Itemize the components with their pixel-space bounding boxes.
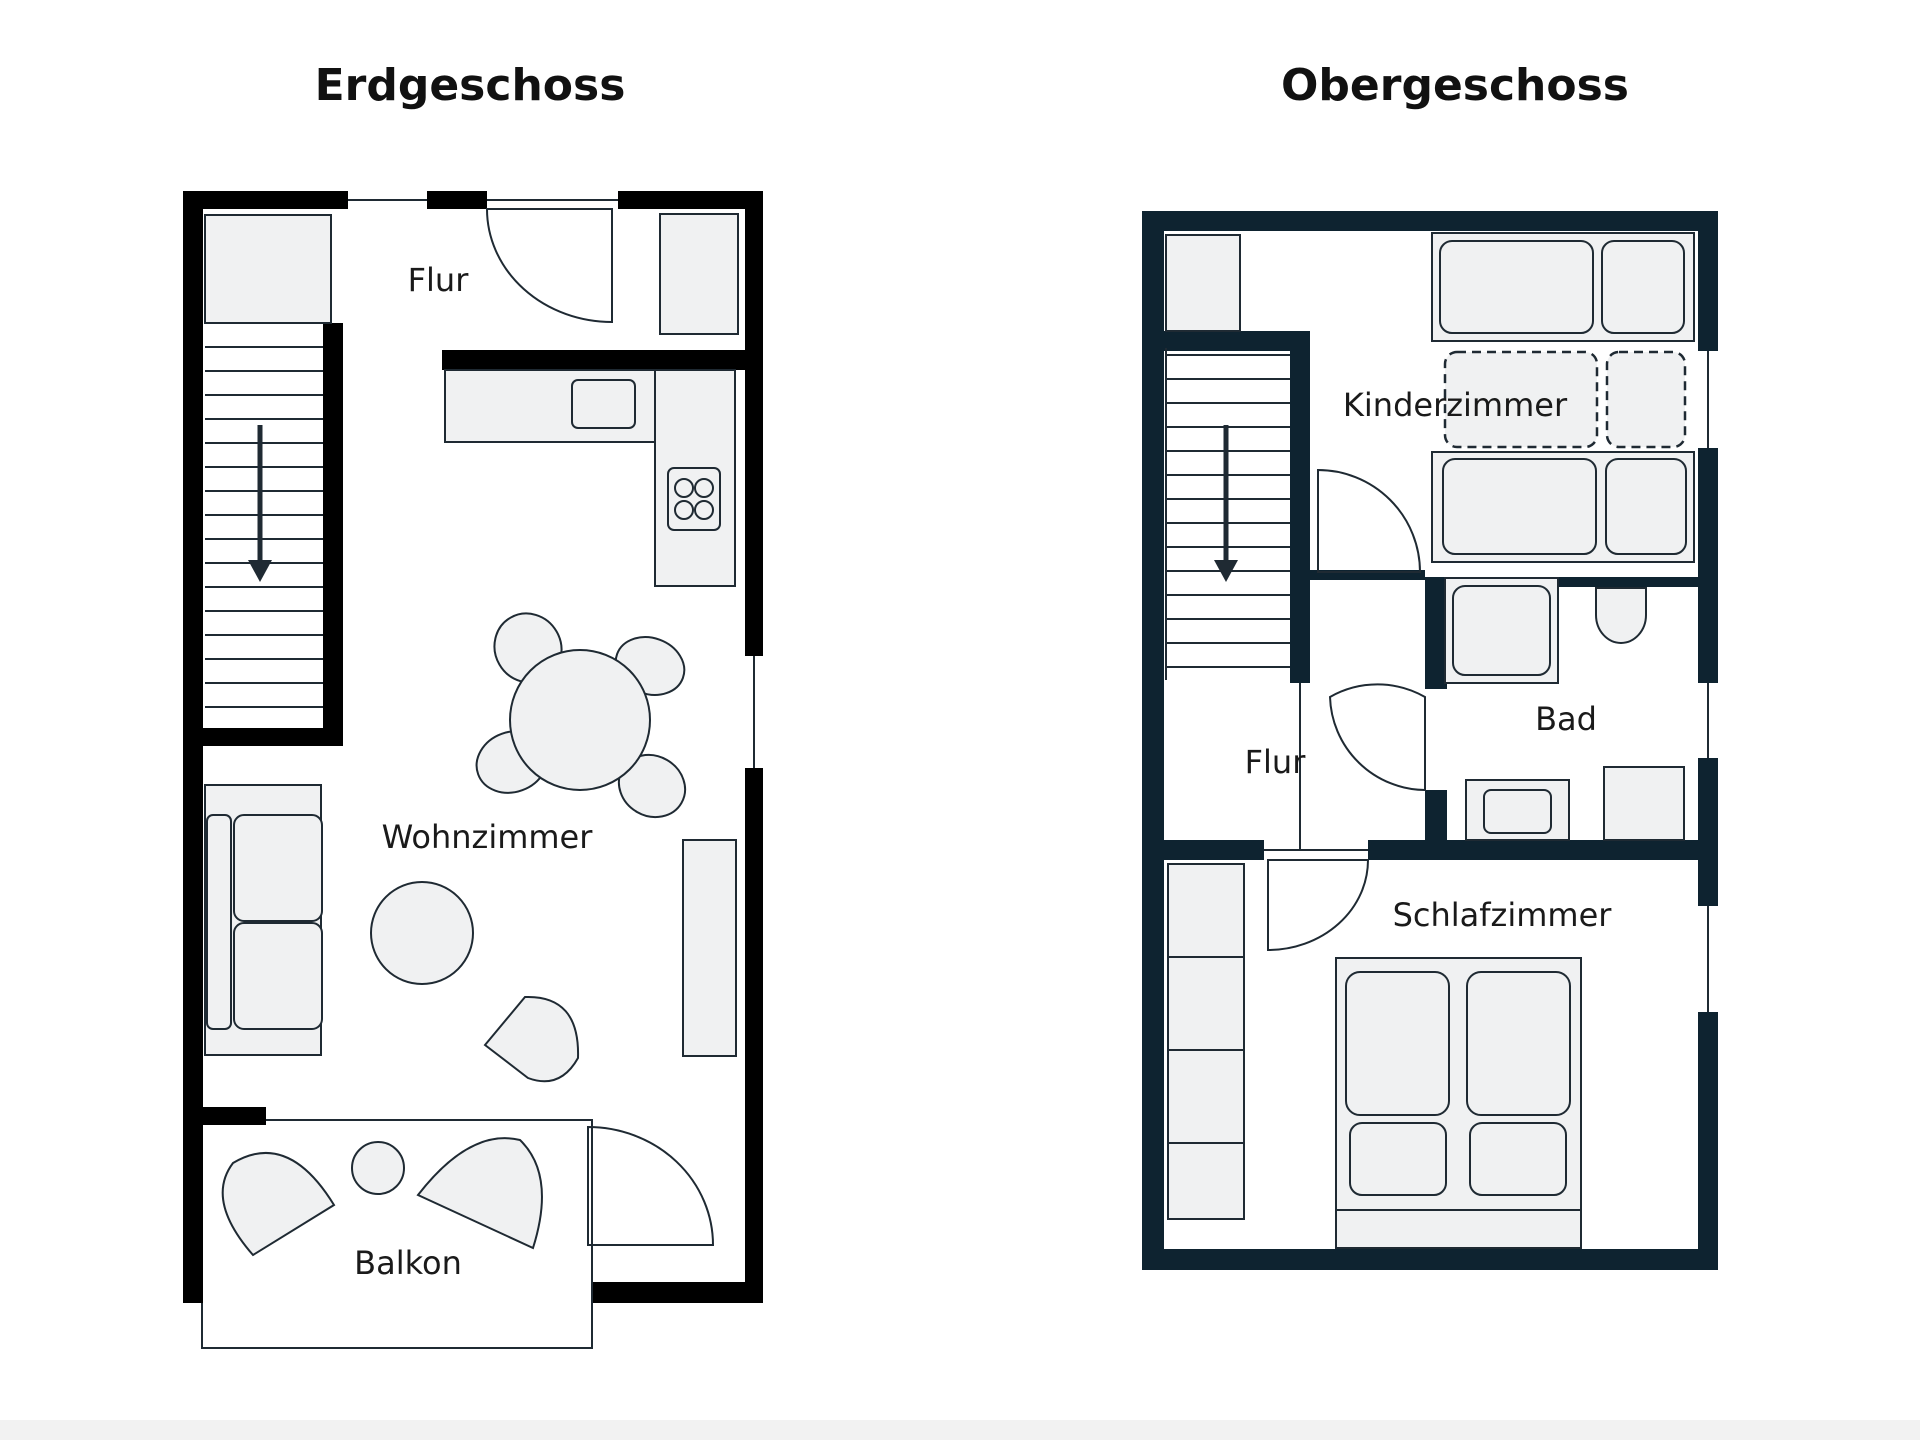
wardrobe-section xyxy=(1167,1049,1245,1144)
ground-floor-plan: Flur Wohnzimmer Balkon xyxy=(183,191,763,1349)
wall xyxy=(203,1107,266,1125)
kitchen xyxy=(444,369,736,587)
burner-icon xyxy=(674,478,694,498)
balcony-chair-icon xyxy=(416,1137,543,1250)
balcony-chair-icon xyxy=(221,1152,336,1257)
upper-floor-walls xyxy=(1142,211,1718,1270)
room-label-wohnzimmer: Wohnzimmer xyxy=(382,818,594,856)
wall xyxy=(1368,840,1698,860)
wall xyxy=(1142,211,1164,1270)
room-label-flur: Flur xyxy=(1245,743,1307,781)
wall xyxy=(745,768,763,1303)
wall xyxy=(1425,577,1698,587)
bedroom-wardrobe xyxy=(1167,863,1245,1220)
shower-tray xyxy=(1452,585,1551,676)
sink-icon xyxy=(1483,789,1552,834)
entrance-door xyxy=(485,208,613,324)
sofa xyxy=(204,784,323,1056)
sink-icon xyxy=(571,379,636,429)
pillow xyxy=(1349,1122,1447,1196)
wall xyxy=(1142,1249,1718,1270)
room-label-bad: Bad xyxy=(1535,700,1597,738)
washing-machine xyxy=(1603,766,1685,841)
room-label-schlafzimmer: Schlafzimmer xyxy=(1393,896,1613,934)
ground-floor-walls xyxy=(183,191,763,1303)
pillow xyxy=(1601,240,1685,334)
blanket-right xyxy=(1466,971,1571,1116)
wall xyxy=(1698,211,1718,351)
dining-set xyxy=(475,612,687,819)
room-label-flur: Flur xyxy=(408,261,470,299)
wall xyxy=(427,191,487,209)
arrow-down-icon xyxy=(1214,560,1238,582)
armchair-icon xyxy=(483,995,580,1083)
wardrobe-section xyxy=(1167,863,1245,958)
hall-wardrobe xyxy=(659,213,739,335)
hall-door xyxy=(1328,683,1426,792)
wardrobe-section xyxy=(1167,956,1245,1051)
sofa-armrest xyxy=(206,814,232,1030)
dining-table xyxy=(509,649,651,791)
room-label-kinderzimmer: Kinderzimmer xyxy=(1343,386,1568,424)
toilet-icon xyxy=(1595,587,1647,644)
sideboard xyxy=(682,839,737,1057)
wall xyxy=(183,191,348,209)
pillow-upper-bunk xyxy=(1605,350,1687,449)
kids-room-door xyxy=(1317,468,1422,573)
room-label-balkon: Balkon xyxy=(354,1244,462,1282)
wall xyxy=(1698,758,1718,906)
pillow xyxy=(1469,1122,1567,1196)
staircase xyxy=(1165,234,1290,680)
bottom-strip xyxy=(0,1420,1920,1440)
burner-icon xyxy=(674,500,694,520)
wall xyxy=(1142,211,1718,231)
burner-icon xyxy=(694,478,714,498)
wall xyxy=(593,1282,763,1303)
upper-floor-plan: Kinderzimmer Flur Bad Schlafzimmer xyxy=(1142,211,1718,1270)
staircase xyxy=(204,214,332,708)
kids-bunk-beds xyxy=(1431,232,1695,563)
mattress xyxy=(1439,240,1594,334)
balcony-door xyxy=(587,1125,715,1246)
mattress xyxy=(1442,458,1597,555)
wall xyxy=(1698,1012,1718,1270)
wardrobe-section xyxy=(1167,1142,1245,1220)
wall xyxy=(323,323,343,746)
wall xyxy=(1164,840,1264,860)
stair-landing xyxy=(1165,234,1241,332)
wall xyxy=(1310,570,1425,580)
wall xyxy=(745,191,763,656)
stair-landing xyxy=(204,214,332,324)
bed-footboard xyxy=(1335,1209,1582,1249)
stove-icon xyxy=(667,467,721,531)
wall xyxy=(1164,331,1310,351)
wall xyxy=(1698,448,1718,683)
wall xyxy=(1425,577,1447,689)
burner-icon xyxy=(694,500,714,520)
sofa-cushion xyxy=(233,814,323,922)
arrow-down-icon xyxy=(248,560,272,582)
wall xyxy=(618,191,763,209)
blanket-left xyxy=(1345,971,1450,1116)
upper-floor-title: Obergeschoss xyxy=(1281,60,1629,111)
bathroom xyxy=(1444,577,1685,841)
balcony-table xyxy=(351,1141,405,1195)
wall xyxy=(442,350,745,370)
double-bed xyxy=(1335,957,1582,1249)
sofa-cushion xyxy=(233,922,323,1030)
bedroom-door xyxy=(1267,859,1370,952)
wall xyxy=(183,191,203,1303)
ground-floor-title: Erdgeschoss xyxy=(315,60,626,111)
pillow xyxy=(1605,458,1687,555)
wall xyxy=(203,728,343,746)
coffee-table xyxy=(370,881,474,985)
wall xyxy=(1290,331,1310,683)
mattress-upper-bunk xyxy=(1443,350,1599,449)
